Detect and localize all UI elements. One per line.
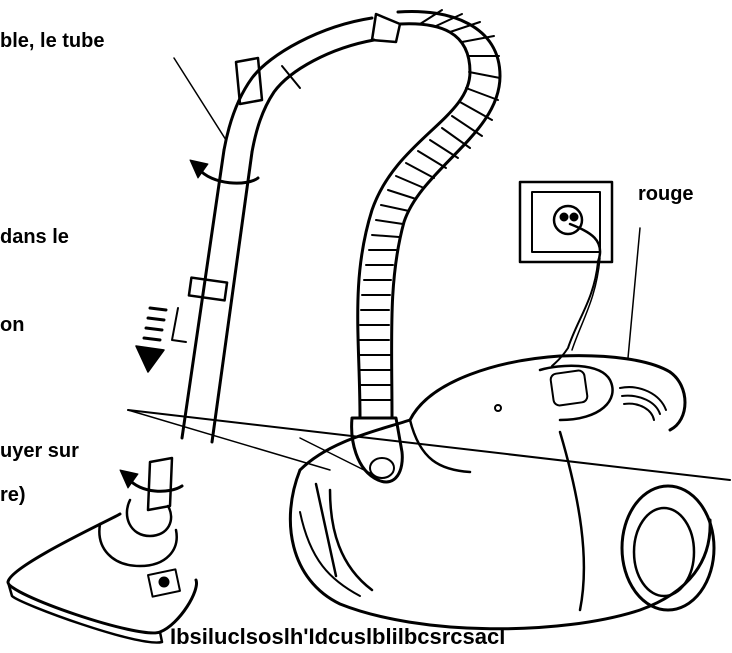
telescopic-tube xyxy=(171,148,254,444)
label-dans-le: dans le xyxy=(0,226,69,248)
hose xyxy=(356,9,502,420)
label-on: on xyxy=(0,314,25,336)
label-top-left: ble, le tube xyxy=(0,30,105,52)
label-bottom-cut: Ibsiluclsoslh'Idcuslblilbcsrcsacl xyxy=(170,624,506,649)
label-uyer-sur: uyer sur xyxy=(0,440,79,462)
wall-socket-icon xyxy=(518,180,614,264)
floor-nozzle-icon xyxy=(6,456,198,644)
label-re: re) xyxy=(0,484,26,506)
vacuum-body xyxy=(288,354,716,631)
label-rouge: rouge xyxy=(638,183,694,205)
downward-arrow-icon xyxy=(135,306,168,373)
